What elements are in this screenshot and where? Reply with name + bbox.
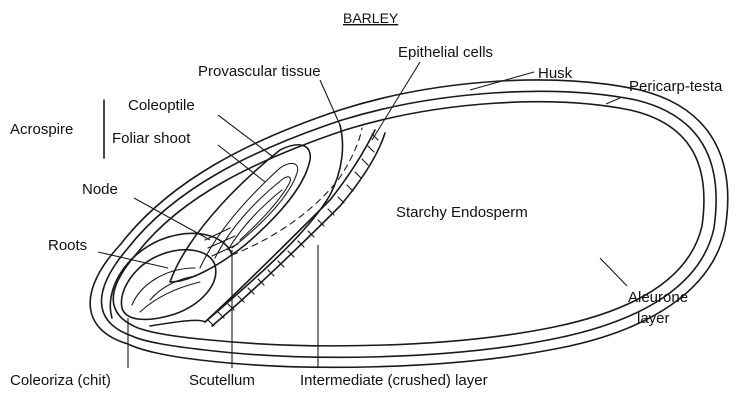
coleoptile-outline — [170, 145, 310, 282]
root-2 — [140, 282, 200, 312]
label-node: Node — [82, 181, 118, 198]
leader-epithelial — [372, 62, 420, 140]
leader-aleurone — [600, 258, 627, 286]
diagram-title: BARLEY — [343, 10, 399, 26]
leader-coleoptile — [218, 115, 272, 156]
husk-outline — [90, 80, 728, 367]
label-coleoptile: Coleoptile — [128, 97, 195, 114]
leader-roots — [98, 252, 168, 268]
label-husk: Husk — [538, 65, 573, 82]
label-foliar-shoot: Foliar shoot — [112, 130, 191, 147]
label-acrospire: Acrospire — [10, 121, 73, 138]
aleurone-outline — [113, 102, 704, 346]
label-scutellum: Scutellum — [189, 372, 255, 389]
label-intermediate-layer: Intermediate (crushed) layer — [300, 372, 488, 389]
embryo — [110, 145, 310, 320]
label-pericarp-testa: Pericarp-testa — [629, 78, 723, 95]
label-aleurone-layer: layer — [637, 310, 670, 327]
label-aleurone: Aleurone — [628, 289, 688, 306]
grain-outer-layers — [90, 80, 728, 367]
label-provascular-tissue: Provascular tissue — [198, 63, 321, 80]
intermediate-layer-line — [205, 130, 375, 322]
leader-provascular — [320, 80, 340, 125]
leader-pericarp — [606, 98, 620, 104]
label-starchy-endosperm: Starchy Endosperm — [396, 204, 528, 221]
label-epithelial-cells: Epithelial cells — [398, 44, 493, 61]
leader-husk — [470, 72, 534, 90]
pericarp-testa-outline — [101, 91, 716, 357]
label-roots: Roots — [48, 237, 87, 254]
foliar-shoot-3 — [228, 190, 282, 250]
label-coleoriza: Coleoriza (chit) — [10, 372, 111, 389]
root-3 — [150, 276, 196, 300]
